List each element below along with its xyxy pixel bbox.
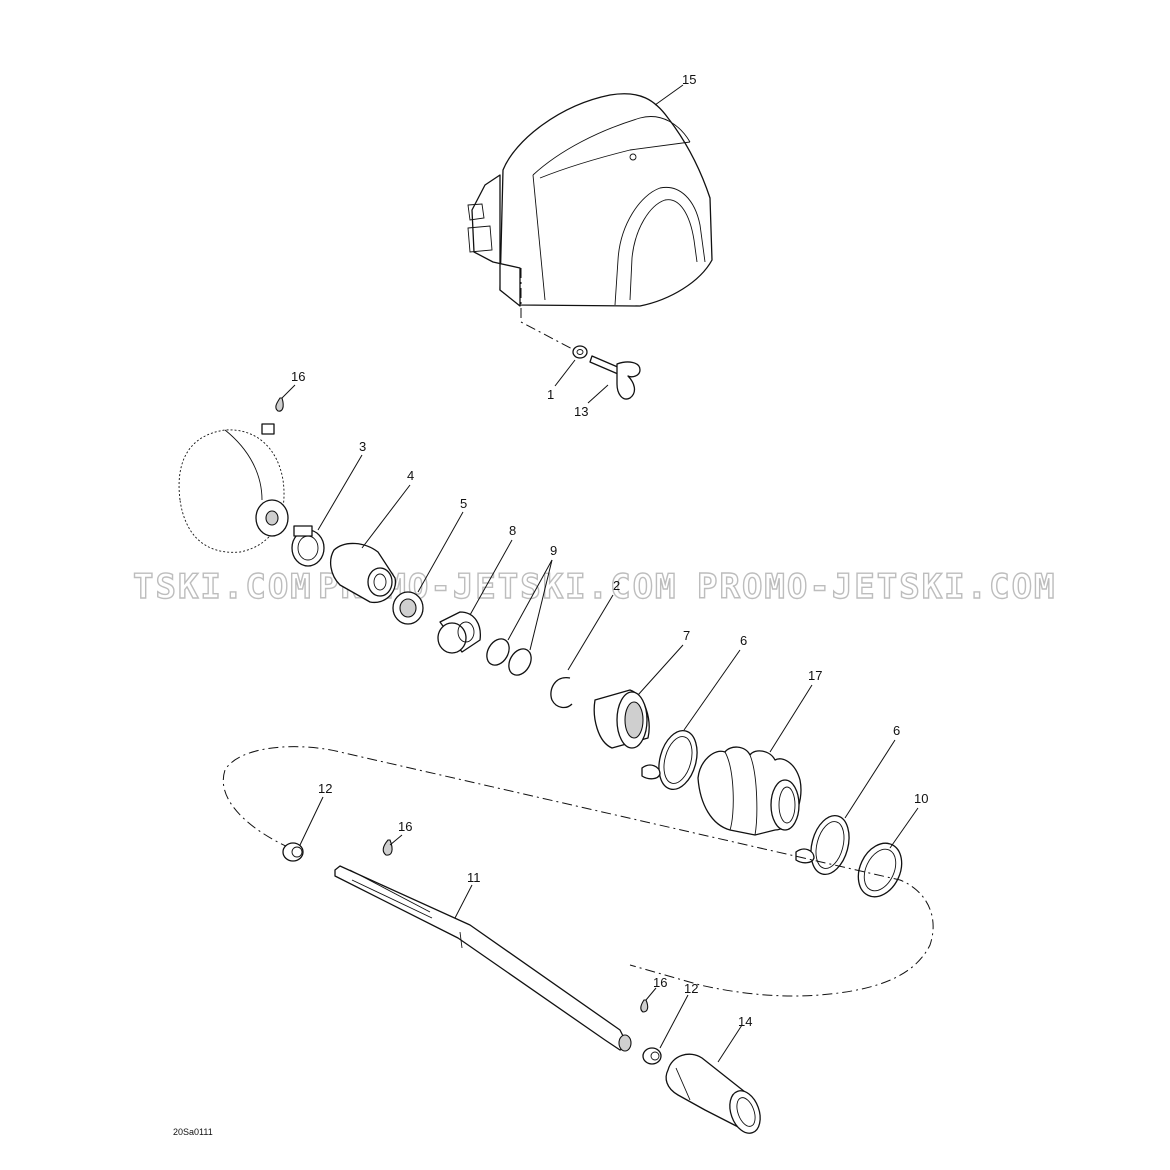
callout-6-a: 6 <box>740 633 747 648</box>
part-9-o-rings <box>486 638 532 676</box>
part-6-clamp-b <box>795 815 850 875</box>
watermark-left: TSKI.COM <box>133 567 313 607</box>
nut-top <box>261 423 275 435</box>
part-6-clamp-a <box>641 730 698 790</box>
callout-14: 14 <box>738 1014 752 1029</box>
callout-15: 15 <box>682 72 696 87</box>
part-12-nut-a <box>282 842 304 862</box>
part-5-bearing <box>392 591 424 625</box>
callout-10: 10 <box>914 791 928 806</box>
callout-4: 4 <box>407 468 414 483</box>
callout-labels: 15 1 13 16 3 4 5 8 9 2 7 6 17 6 10 12 16… <box>291 72 928 1029</box>
callout-1: 1 <box>547 387 554 402</box>
callout-11: 11 <box>467 870 481 885</box>
callout-16-mid: 16 <box>398 819 412 834</box>
callout-13: 13 <box>574 404 588 419</box>
steering-wheel-hub <box>178 429 289 553</box>
watermark-right: PROMO-JETSKI.COM <box>697 567 1057 607</box>
part-3-clamp <box>291 525 325 567</box>
callout-2: 2 <box>613 578 620 593</box>
callout-16-top: 16 <box>291 369 305 384</box>
callout-8: 8 <box>509 523 516 538</box>
part-10-ring <box>857 842 903 898</box>
part-12-nut-b <box>642 1047 662 1065</box>
part-1-washer <box>572 345 588 359</box>
part-2-circlip <box>550 677 573 709</box>
callout-3: 3 <box>359 439 366 454</box>
callout-6-b: 6 <box>893 723 900 738</box>
callout-16-low: 16 <box>653 975 667 990</box>
reference-code: 20Sa0111 <box>173 1127 213 1137</box>
part-11-shaft <box>334 865 632 1052</box>
grease-drop-low <box>640 999 649 1013</box>
cover-bolt-link <box>520 268 579 353</box>
callout-5: 5 <box>460 496 467 511</box>
part-17-bellows <box>697 746 802 836</box>
grease-drop-mid <box>382 839 393 856</box>
callout-12-b: 12 <box>684 981 698 996</box>
part-13-wing-bolt <box>589 355 641 400</box>
shaft-assembly-loop <box>222 746 934 997</box>
callout-7: 7 <box>683 628 690 643</box>
grease-drop-top <box>275 397 284 412</box>
part-4-boot <box>329 542 397 604</box>
leader-lines <box>281 84 919 1063</box>
part-15-cover <box>467 93 713 307</box>
callout-12-a: 12 <box>318 781 332 796</box>
part-14-sleeve <box>665 1053 761 1134</box>
callout-17: 17 <box>808 668 822 683</box>
callout-9: 9 <box>550 543 557 558</box>
part-7-sleeve <box>593 689 650 749</box>
part-8-bushing <box>437 611 481 654</box>
